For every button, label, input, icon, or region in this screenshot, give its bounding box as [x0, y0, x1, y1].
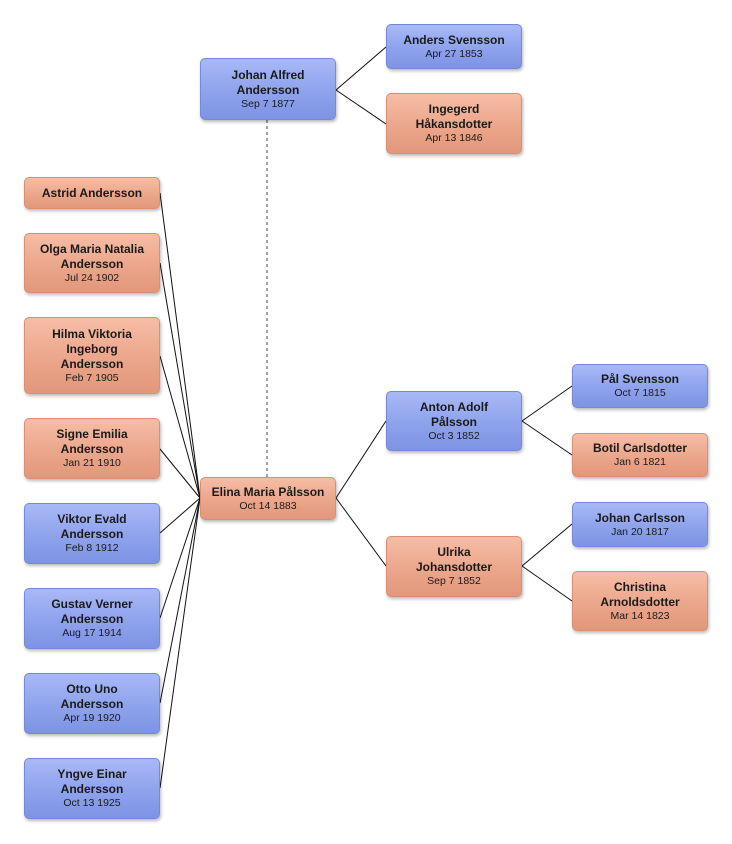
- person-name: Yngve Einar Andersson: [57, 767, 127, 796]
- person-name: Pål Svensson: [600, 372, 680, 386]
- person-card-viktor[interactable]: Viktor Evald Andersson Feb 8 1912: [24, 503, 160, 564]
- person-name: Johan Alfred Andersson: [231, 67, 305, 97]
- person-name: Elina Maria Pålsson: [211, 484, 325, 499]
- person-card-yngve[interactable]: Yngve Einar Andersson Oct 13 1925: [24, 758, 160, 819]
- person-name: Otto Uno Andersson: [60, 682, 124, 711]
- link-elina-anton: [335, 420, 387, 499]
- person-card-johan-alfred[interactable]: Johan Alfred Andersson Sep 7 1877: [200, 58, 336, 120]
- person-date: Sep 7 1877: [241, 97, 295, 110]
- person-date: Apr 27 1853: [425, 47, 483, 60]
- person-card-olga[interactable]: Olga Maria Natalia Andersson Jul 24 1902: [24, 233, 160, 293]
- link-child-signe: [159, 448, 201, 499]
- link-child-hilma: [159, 355, 201, 499]
- person-card-gustav[interactable]: Gustav Verner Andersson Aug 17 1914: [24, 588, 160, 649]
- person-date: Oct 14 1883: [239, 499, 297, 512]
- person-card-anton[interactable]: Anton Adolf Pålsson Oct 3 1852: [386, 391, 522, 451]
- person-card-anders[interactable]: Anders Svensson Apr 27 1853: [386, 24, 522, 69]
- link-child-olga: [159, 262, 201, 499]
- person-date: Feb 7 1905: [65, 371, 119, 384]
- link-ulrika-johanc: [521, 523, 573, 567]
- person-card-signe[interactable]: Signe Emilia Andersson Jan 21 1910: [24, 418, 160, 479]
- person-name: Anders Svensson: [403, 32, 505, 47]
- link-ulrika-christina: [521, 565, 573, 602]
- link-anton-pal: [521, 385, 573, 422]
- person-card-astrid[interactable]: Astrid Andersson: [24, 177, 160, 209]
- person-date: Aug 17 1914: [62, 627, 122, 639]
- person-card-ulrika[interactable]: Ulrika Johansdotter Sep 7 1852: [386, 536, 522, 597]
- link-johan-anders: [335, 46, 387, 91]
- person-name: Ingegerd Håkansdotter: [415, 102, 493, 131]
- person-name: Anton Adolf Pålsson: [419, 399, 489, 429]
- person-card-christina[interactable]: Christina Arnoldsdotter Mar 14 1823: [572, 571, 708, 631]
- person-date: Oct 7 1815: [614, 387, 666, 399]
- person-date: Oct 3 1852: [428, 429, 480, 442]
- link-elina-ulrika: [335, 497, 387, 567]
- link-johan-ingegerd: [335, 89, 387, 125]
- person-card-pal[interactable]: Pål Svensson Oct 7 1815: [572, 364, 708, 408]
- person-name: Ulrika Johansdotter: [415, 545, 492, 574]
- person-date: Jan 20 1817: [611, 525, 669, 538]
- person-date: Jul 24 1902: [64, 271, 120, 284]
- link-anton-botil: [521, 420, 573, 456]
- person-name: Johan Carlsson: [594, 510, 686, 525]
- link-child-astrid: [159, 192, 201, 499]
- person-card-ingegerd[interactable]: Ingegerd Håkansdotter Apr 13 1846: [386, 93, 522, 154]
- person-card-hilma[interactable]: Hilma Viktoria Ingeborg Andersson Feb 7 …: [24, 317, 160, 394]
- person-date: Jan 21 1910: [63, 457, 121, 469]
- person-date: Feb 8 1912: [65, 542, 119, 554]
- link-child-gustav: [159, 497, 201, 619]
- person-name: Christina Arnoldsdotter: [600, 579, 680, 609]
- link-child-otto: [159, 497, 201, 704]
- person-name: Astrid Andersson: [41, 185, 143, 200]
- person-name: Viktor Evald Andersson: [57, 512, 127, 541]
- person-date: Apr 19 1920: [63, 712, 121, 724]
- person-card-johan-carlsson[interactable]: Johan Carlsson Jan 20 1817: [572, 502, 708, 547]
- person-name: Signe Emilia Andersson: [56, 427, 128, 456]
- person-name: Hilma Viktoria Ingeborg Andersson: [52, 326, 132, 371]
- person-name: Olga Maria Natalia Andersson: [39, 241, 145, 271]
- person-card-otto[interactable]: Otto Uno Andersson Apr 19 1920: [24, 673, 160, 734]
- link-child-yngve: [159, 497, 201, 789]
- person-card-elina[interactable]: Elina Maria Pålsson Oct 14 1883: [200, 477, 336, 520]
- person-date: Jan 6 1821: [614, 456, 666, 468]
- person-date: Sep 7 1852: [427, 575, 481, 587]
- person-name: Gustav Verner Andersson: [51, 597, 133, 626]
- person-name: Botil Carlsdotter: [592, 441, 687, 455]
- link-child-viktor: [159, 497, 201, 534]
- person-card-botil[interactable]: Botil Carlsdotter Jan 6 1821: [572, 433, 708, 477]
- person-date: Apr 13 1846: [425, 132, 483, 144]
- person-date: Mar 14 1823: [610, 609, 670, 622]
- person-date: Oct 13 1925: [63, 797, 121, 809]
